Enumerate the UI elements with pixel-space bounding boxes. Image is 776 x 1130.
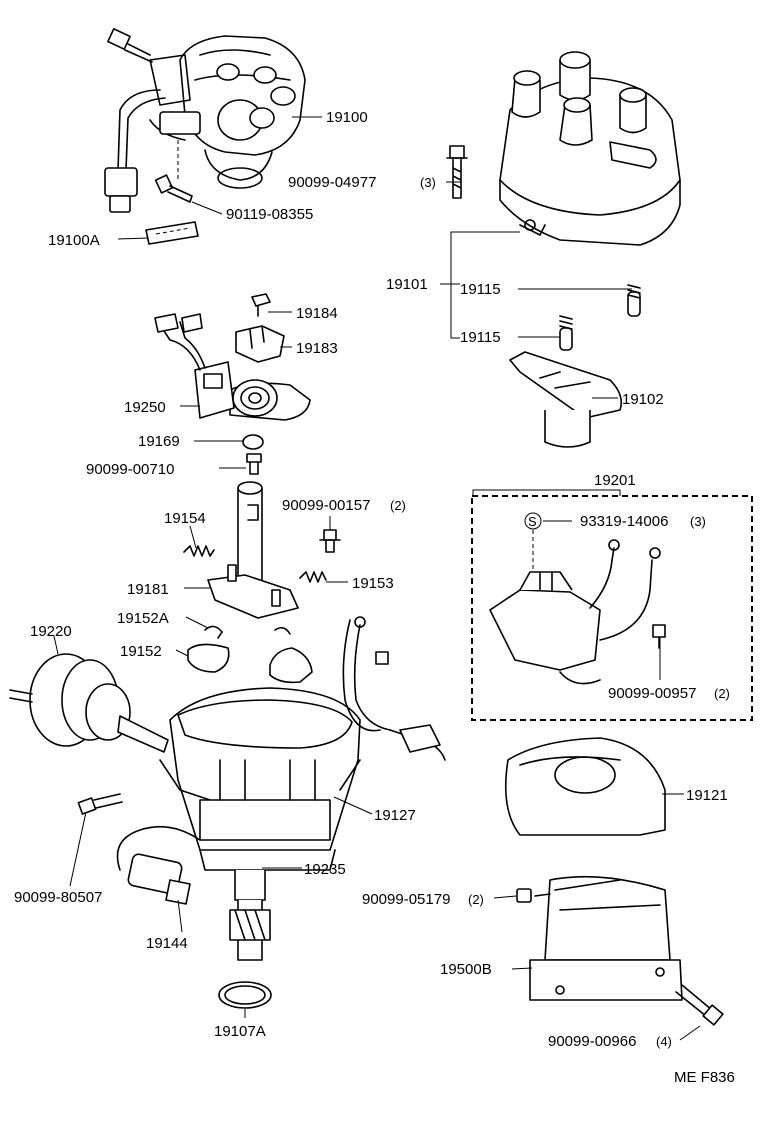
s-mark: S [528,514,537,529]
bolt-90099-00966 [675,984,724,1026]
label-90099-80507: 90099-80507 [14,889,102,906]
label-19201: 19201 [594,472,636,489]
spring-19115-upper [627,284,641,317]
bolt-90099-04977 [446,145,468,199]
label-90099-04977: 90099-04977 [288,174,376,191]
qty-90099-00957: (2) [714,686,730,701]
label-19169: 19169 [138,433,180,450]
label-19235: 19235 [304,861,346,878]
qty-90099-04977: (3) [420,175,436,190]
bolt-90099-80507 [77,793,123,815]
label-93319-14006: 93319-14006 [580,513,668,530]
label-19121: 19121 [686,787,728,804]
label-19153: 19153 [352,575,394,592]
spring-19154 [183,545,215,557]
label-19154: 19154 [164,510,206,527]
vacuum-advancer-19220 [9,653,169,753]
clip-19152A-left [204,625,223,639]
igniter-19201 [489,539,666,685]
shaft-19235 [229,870,271,961]
s-mark-circle [524,512,542,530]
qty-90099-05179: (2) [468,892,484,907]
label-19500B: 19500B [440,961,492,978]
spring-19115-lower [559,315,573,351]
signal-generator-19250 [154,313,311,421]
spring-19153 [299,571,327,583]
label-19250: 19250 [124,399,166,416]
label-19107A: 19107A [214,1023,266,1040]
qty-90099-00966: (4) [656,1034,672,1049]
label-19127: 19127 [374,807,416,824]
label-90099-00157: 90099-00157 [282,497,370,514]
cover-19121 [504,737,666,836]
governor-weight-19152-right [269,647,313,684]
condenser-19144 [116,825,201,905]
rotor-19102 [509,351,623,448]
o-ring-19107A [218,981,272,1009]
screw-90099-00710 [246,453,262,475]
label-90099-00957: 90099-00957 [608,685,696,702]
housing-19127 [159,687,361,871]
nut-90099-05179 [516,888,532,903]
distributor-cap-19101 [499,51,681,246]
screw-90099-00157 [319,529,341,553]
label-19101: 19101 [386,276,428,293]
qty-93319-14006: (3) [690,514,706,529]
label-19181: 19181 [127,581,169,598]
label-19183: 19183 [296,340,338,357]
label-19100: 19100 [326,109,368,126]
label-19184: 19184 [296,305,338,322]
leader-lines [53,116,701,1041]
label-19100A: 19100A [48,232,100,249]
bolt-90119-08355 [154,174,193,203]
clip-19184 [251,293,271,317]
diagram-code: ME F836 [674,1069,735,1086]
cord-wires [342,616,446,761]
qty-90099-00157: (2) [390,498,406,513]
label-90099-05179: 90099-05179 [362,891,450,908]
label-90099-00966: 90099-00966 [548,1033,636,1050]
label-plate-19100A [145,221,199,245]
label-19115-upper: 19115 [460,281,501,298]
governor-shaft-19181 [207,481,299,619]
clip-19152A-right [274,626,291,635]
holder-19183 [235,325,285,363]
washer-19169 [242,434,264,450]
label-19102: 19102 [622,391,664,408]
label-19152: 19152 [120,643,162,660]
label-90099-00710: 90099-00710 [86,461,174,478]
label-19152A: 19152A [117,610,169,627]
label-19220: 19220 [30,623,72,640]
label-19115-lower: 19115 [460,329,501,346]
governor-weight-19152-left [187,643,230,673]
igniter-kit-box-19201 [471,495,753,721]
label-90119-08355: 90119-08355 [226,206,313,223]
distributor-assembly-19100 [104,28,306,213]
housing-19500B [529,875,683,1001]
label-19144: 19144 [146,935,188,952]
